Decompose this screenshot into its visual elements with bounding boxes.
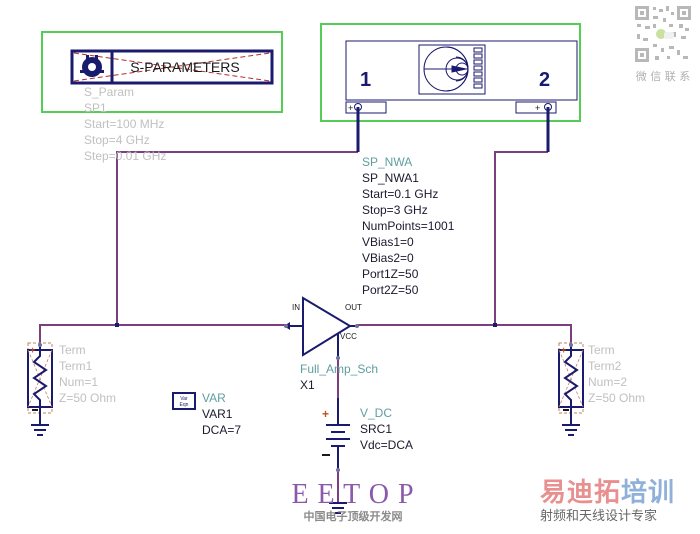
term1-param-block: Term Term1 Num=1 Z=50 Ohm (59, 342, 116, 406)
term1-line: Z=50 Ohm (59, 391, 117, 405)
nwa-line: Port2Z=50 (362, 283, 419, 297)
term1-line: Num=1 (59, 375, 99, 389)
ground-icon-term2 (562, 413, 580, 436)
wire-port1[interactable] (116, 151, 358, 325)
junction-left (115, 323, 119, 327)
sparam-line: SP1 (84, 101, 107, 115)
nwa-port2-number: 2 (539, 69, 550, 91)
nwa-selection-box[interactable] (320, 23, 581, 122)
nwa-instrument[interactable]: 1 2 + + (345, 40, 578, 152)
vdc-line: SRC1 (360, 422, 393, 436)
vdc-line: Vdc=DCA (360, 438, 414, 452)
nwa-port2-pin-box (515, 101, 557, 114)
term2-line: Term2 (588, 359, 622, 373)
eetop-subtitle: 中国电子顶级开发网 (303, 510, 403, 523)
svg-text:+: + (30, 345, 35, 355)
brand-name-red: 易迪拓 (540, 478, 622, 508)
nwa-line: Port1Z=50 (362, 267, 419, 281)
nwa-line: SP_NWA1 (362, 171, 419, 185)
term1-symbol[interactable]: + (27, 342, 53, 436)
eetop-watermark: E E T O P 中国电子顶级开发网 (283, 480, 423, 524)
term1-line: Term (59, 343, 86, 357)
wire-term1-to-amp-in[interactable] (39, 324, 286, 345)
vdc-source-symbol[interactable] (326, 398, 350, 472)
sparam-line: S_Param (84, 85, 135, 99)
sparam-line: Stop=4 GHz (84, 133, 150, 147)
amp-out-label: OUT (345, 303, 362, 312)
sparam-param-block: S_Param SP1 Start=100 MHz Stop=4 GHz Ste… (84, 84, 166, 164)
svg-text:+: + (348, 103, 353, 113)
sparam-gear-icon (80, 55, 104, 77)
wires (39, 151, 572, 503)
nwa-port1-pin-box (345, 101, 387, 114)
vdc-plus-sign: + (322, 407, 329, 421)
nwa-line: VBias1=0 (362, 235, 414, 249)
svg-text:+: + (535, 103, 540, 113)
qr-code-block: 微 信 联 系 (633, 4, 693, 85)
term1-line: Term1 (59, 359, 93, 373)
var-param-block: VAR VAR1 DCA=7 (202, 390, 241, 438)
nwa-param-block: SP_NWA SP_NWA1 Start=0.1 GHz Stop=3 GHz … (362, 154, 454, 298)
qr-caption: 微 信 联 系 (635, 70, 691, 83)
ground-icon-term1 (31, 413, 49, 436)
vdc-type-label: V_DC (360, 406, 393, 420)
amp-type-label: Full_Amp_Sch (300, 362, 379, 376)
var-line: DCA=7 (202, 423, 242, 437)
nwa-line: VBias2=0 (362, 251, 414, 265)
amp-vcc-label: VCC (340, 332, 357, 341)
vdc-param-block: V_DC SRC1 Vdc=DCA (360, 405, 413, 453)
ground-icon-vdc (329, 502, 347, 514)
amp-instance-label: X1 (300, 378, 315, 392)
term2-symbol[interactable]: + (558, 342, 584, 436)
var-eqn-icon[interactable]: Var Eqn (172, 392, 196, 410)
nwa-line: Stop=3 GHz (362, 203, 428, 217)
sparam-controller[interactable]: S-PARAMETERS (70, 49, 274, 85)
qr-code-icon (633, 4, 693, 64)
amplifier-symbol[interactable] (284, 296, 359, 360)
junction-right (493, 323, 497, 327)
sparam-title: S-PARAMETERS (130, 59, 239, 75)
nwa-port1-number: 1 (360, 69, 371, 91)
smith-chart-icon (418, 44, 486, 95)
brand-subtitle: 射频和天线设计专家 (540, 509, 658, 524)
brand-name-blue: 培训 (621, 478, 676, 508)
sparam-line: Start=100 MHz (84, 117, 165, 131)
var-type-label: VAR (202, 391, 226, 405)
eetop-title: E E T O P (291, 479, 415, 510)
var-line: VAR1 (202, 407, 233, 421)
wire-port2[interactable] (494, 151, 548, 325)
brand-watermark: 易迪拓培训 射频和天线设计专家 (540, 478, 700, 526)
svg-text:+: + (561, 345, 566, 355)
nwa-type-label: SP_NWA (362, 155, 413, 169)
wire-amp-out-to-term2[interactable] (357, 324, 572, 345)
term2-param-block: Term Term2 Num=2 Z=50 Ohm (588, 342, 645, 406)
nwa-line: Start=0.1 GHz (362, 187, 439, 201)
term2-line: Num=2 (588, 375, 628, 389)
junctions (115, 323, 497, 327)
term2-line: Z=50 Ohm (588, 391, 646, 405)
sparam-selection-box[interactable] (41, 31, 283, 113)
amp-in-label: IN (292, 303, 300, 312)
nwa-line: NumPoints=1001 (362, 219, 455, 233)
term2-line: Term (588, 343, 615, 357)
svg-text:Var: Var (180, 396, 188, 402)
amp-param-block: Full_Amp_Sch X1 (300, 361, 378, 393)
svg-text:Eqn: Eqn (180, 402, 189, 408)
sparam-line: Step=0.01 GHz (84, 149, 167, 163)
